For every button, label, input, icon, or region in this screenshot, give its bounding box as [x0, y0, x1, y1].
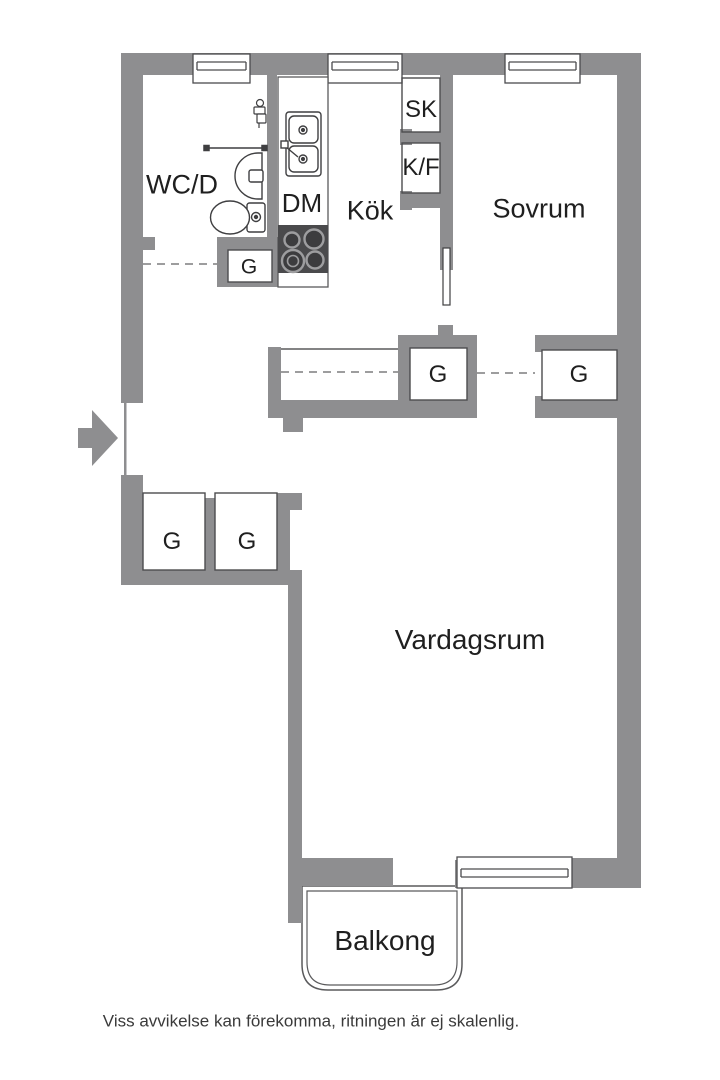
- toilet-icon: [209, 200, 266, 235]
- wall-right: [617, 53, 641, 888]
- wall-hallg-left: [398, 335, 410, 418]
- wall-hallg-top-stub: [438, 325, 453, 336]
- label-wardrobe-wc: G: [240, 255, 258, 279]
- wall-left-upper: [121, 53, 143, 403]
- wall-bottom-left: [121, 570, 302, 585]
- kitchen-sink-icon: [280, 111, 322, 177]
- closet-boxes: [142, 77, 618, 571]
- wardrobe-box-2: [214, 492, 278, 571]
- label-dishwasher: DM: [281, 188, 323, 218]
- label-kf: K/F: [402, 154, 440, 181]
- shower-rail-icon: [203, 144, 268, 152]
- wall-sk-divider-stub: [400, 129, 412, 145]
- stove-icon: [278, 225, 328, 274]
- kitchen-counter: [277, 76, 329, 288]
- wall-left-lower: [121, 475, 143, 585]
- wall-hallg-right: [467, 348, 477, 418]
- label-wardrobe-2: G: [237, 528, 257, 555]
- pocket-door-leaf: [442, 247, 451, 306]
- wall-lowerg-divider: [205, 510, 215, 570]
- wall-sk-divider: [402, 132, 440, 143]
- label-wardrobe-1: G: [162, 528, 182, 555]
- wall-bedroomg-bottom: [535, 400, 617, 418]
- windows: [192, 53, 581, 889]
- disclaimer-text: Viss avvikelse kan förekomma, ritningen …: [102, 1011, 520, 1031]
- label-sk: SK: [404, 96, 438, 123]
- wall-hall-closet-stub: [283, 418, 303, 432]
- closet-box-kf: [401, 142, 441, 194]
- wall-lowerg-right: [277, 510, 290, 570]
- wall-lowerg-right-cap: [277, 493, 302, 510]
- room-label-living-room: Vardagsrum: [394, 624, 546, 655]
- window-icon: [504, 53, 581, 84]
- wall-bottom-lr-left: [302, 858, 393, 886]
- balcony-window-icon: [456, 856, 573, 889]
- wall-kf-bottom-stub: [400, 191, 412, 210]
- wall-hallg-top: [398, 335, 477, 348]
- window-icon: [192, 53, 251, 84]
- wall-bedroomg-bottom-lip: [535, 396, 542, 418]
- wardrobe-box-1: [142, 492, 206, 571]
- label-wardrobe-hall: G: [428, 361, 448, 388]
- room-label-bedroom: Sovrum: [492, 193, 586, 224]
- wall-wc-kitchen: [267, 75, 277, 250]
- washbasin-icon: [234, 152, 264, 200]
- wall-wc-stub: [141, 237, 155, 250]
- wall-kitchen-bedroom: [440, 75, 453, 270]
- wall-bedroomg-top-lip: [535, 335, 542, 352]
- entry-arrow-icon: [78, 410, 118, 466]
- room-label-kitchen: Kök: [346, 195, 394, 226]
- closet-box-sk: [401, 77, 441, 133]
- wardrobe-box-bedroom: [541, 349, 618, 401]
- room-label-wc: WC/D: [146, 169, 218, 200]
- label-wardrobe-bedroom: G: [569, 361, 589, 388]
- wardrobe-box-hall: [409, 347, 468, 401]
- wall-bottom-lr-right: [572, 858, 641, 888]
- sliding-door-icon: [143, 80, 535, 374]
- wall-livingroom-left: [288, 570, 302, 923]
- window-icon: [327, 53, 403, 84]
- room-label-balcony: Balkong: [334, 925, 436, 956]
- wall-bedroomg-top: [535, 335, 617, 350]
- entry-threshold: [124, 403, 127, 475]
- wall-hall-closet-bottom: [268, 400, 477, 418]
- balcony-railing-icon: [301, 885, 463, 991]
- shower-mixer-icon: [253, 98, 267, 128]
- wardrobe-box-wc: [227, 249, 273, 283]
- bathroom-fixtures: [203, 98, 268, 235]
